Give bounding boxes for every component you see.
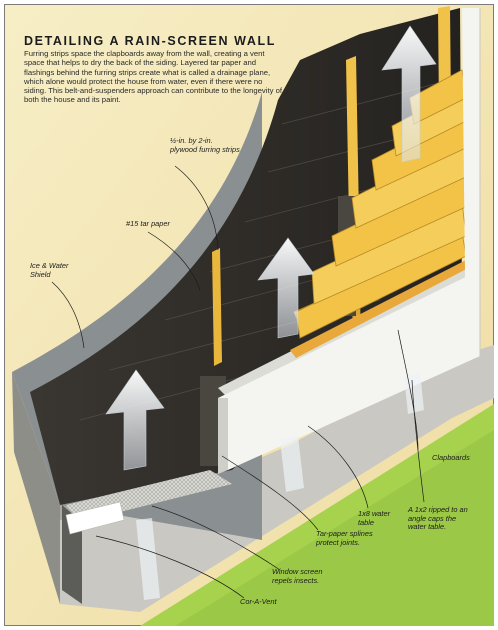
leader-lines [51, 165, 425, 599]
airflow-arrow-left [105, 369, 165, 471]
airflow-intake-middle [280, 436, 304, 492]
concrete-foundation [60, 345, 494, 612]
label-clapboards: Clapboards [432, 453, 470, 462]
water-table-face [218, 270, 480, 470]
angle-cap [290, 258, 476, 358]
diagram-title: DETAILING A RAIN-SCREEN WALL [24, 34, 276, 48]
grass-shade [175, 430, 494, 626]
label-angle-cap: A 1x2 ripped to an angle caps the water … [408, 505, 468, 532]
wall-section-edge [12, 372, 60, 604]
clapboard-stack [293, 69, 473, 339]
label-cor-a-vent: Cor-A-Vent [240, 597, 277, 606]
intro-paragraph: Furring strips space the clapboards away… [24, 49, 282, 105]
house-corner-board [462, 8, 480, 362]
label-splines: Tar-paper splines protect joints. [316, 529, 373, 547]
water-table-end [218, 398, 228, 474]
label-window-screen: Window screen repels insects. [272, 567, 323, 585]
airflow-arrow-top [381, 25, 437, 163]
airflow-intake-left [136, 518, 160, 600]
label-water-table: 1x8 water table [358, 509, 391, 527]
label-tar-paper: #15 tar paper [126, 219, 170, 228]
label-furring-strips: ½-in. by 2-in. plywood furring strips [170, 136, 240, 154]
cor-a-vent-face [65, 501, 125, 535]
label-ice-water-shield: Ice & Water Shield [30, 261, 69, 279]
airflow-arrow-middle [257, 237, 315, 339]
